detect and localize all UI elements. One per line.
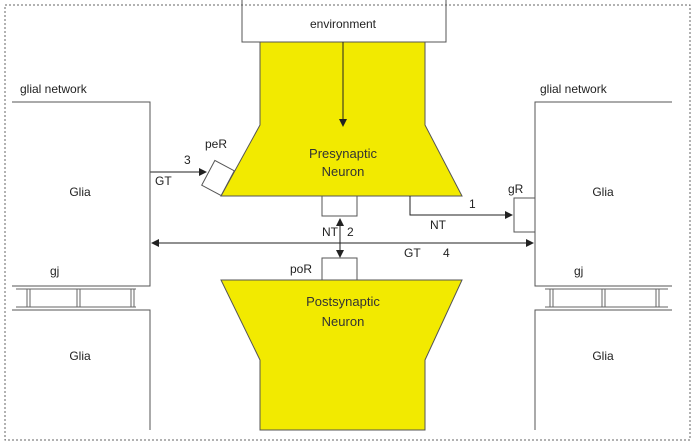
left-gap-junction	[16, 288, 136, 308]
gt-mid-label: GT	[404, 246, 421, 260]
presynaptic-label-2: Neuron	[322, 164, 365, 179]
gR-label: gR	[508, 182, 524, 196]
left-gj-label: gj	[50, 264, 59, 278]
postsynaptic-label: Postsynaptic	[306, 294, 380, 309]
right-gj-label: gj	[574, 264, 583, 278]
left-network-label: glial network	[20, 82, 88, 96]
nt-mid-label: NT	[322, 225, 339, 239]
nt-arrow	[409, 196, 513, 219]
right-glia-top	[534, 101, 672, 287]
right-gap-junction	[545, 288, 668, 308]
right-glia-bottom	[534, 309, 672, 430]
left-glia-bottom-label: Glia	[69, 349, 91, 363]
poR-label: poR	[290, 262, 312, 276]
left-glia-bottom	[12, 309, 151, 430]
number-4: 4	[443, 246, 450, 260]
gR-box	[513, 197, 536, 233]
nt-right-label: NT	[430, 218, 447, 232]
poR-box	[321, 257, 358, 281]
gt-left-label: GT	[155, 174, 172, 188]
number-2: 2	[347, 225, 354, 239]
postsynaptic-label-2: Neuron	[322, 314, 365, 329]
environment-label: environment	[310, 17, 377, 31]
right-glia-bottom-label: Glia	[592, 349, 614, 363]
peR-label: peR	[205, 137, 227, 151]
number-1: 1	[469, 197, 476, 211]
presynaptic-label: Presynaptic	[309, 146, 377, 161]
peR-box	[201, 159, 235, 197]
left-glia-top	[12, 101, 151, 287]
left-glia-top-label: Glia	[69, 185, 91, 199]
number-3: 3	[184, 153, 191, 167]
right-glia-top-label: Glia	[592, 185, 614, 199]
postsynaptic-neuron	[220, 279, 463, 431]
presynaptic-terminal-box	[321, 195, 358, 217]
right-network-label: glial network	[540, 82, 608, 96]
